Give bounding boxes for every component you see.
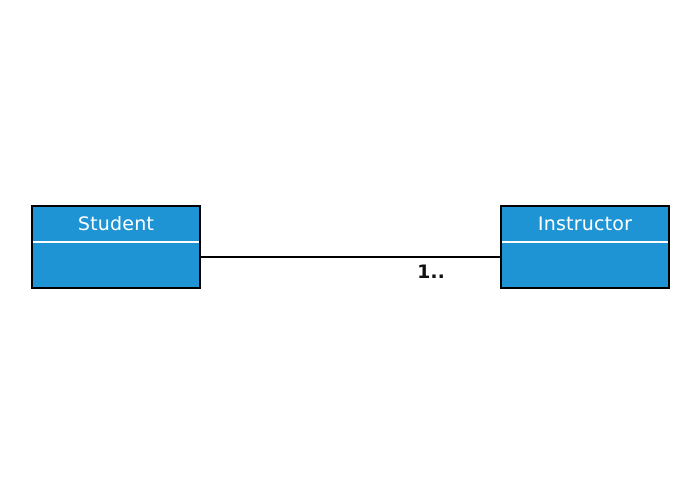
uml-class-instructor-attributes	[502, 243, 668, 287]
uml-class-instructor[interactable]: Instructor	[500, 205, 670, 289]
uml-class-student[interactable]: Student	[31, 205, 201, 289]
uml-class-student-attributes	[33, 243, 199, 287]
uml-class-student-title: Student	[33, 207, 199, 243]
uml-class-instructor-title: Instructor	[502, 207, 668, 243]
association-multiplicity-label: 1..	[417, 261, 445, 283]
association-connector-line[interactable]	[200, 256, 501, 258]
